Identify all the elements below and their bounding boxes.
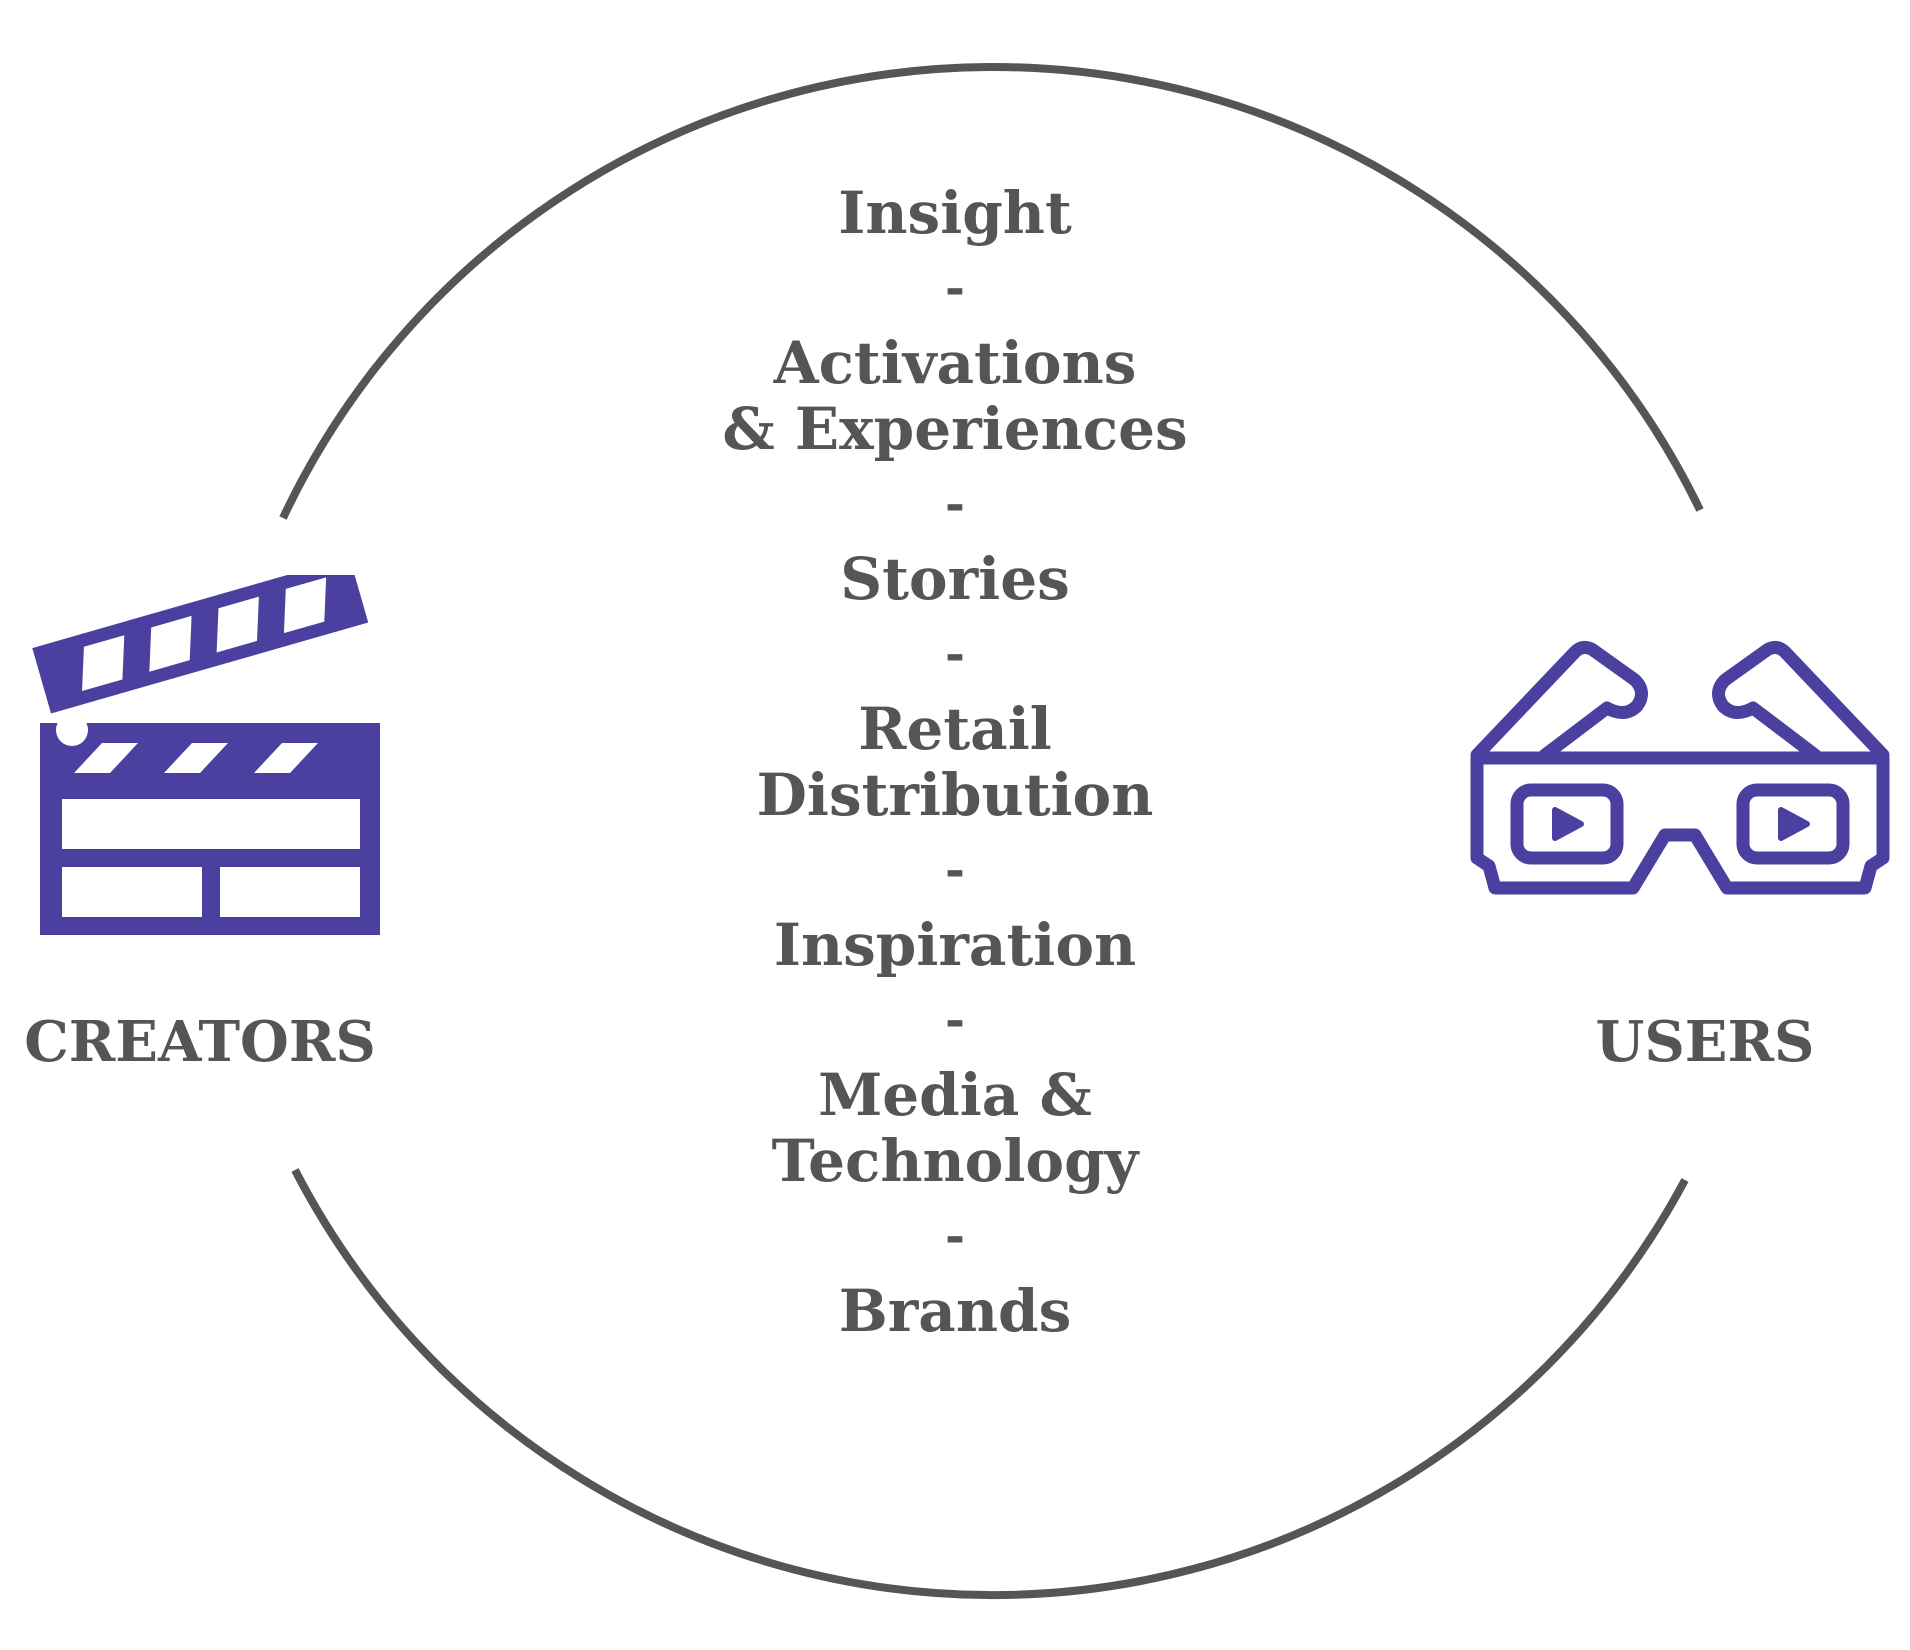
separator: - [945, 476, 965, 532]
creators-label: CREATORS [24, 1009, 376, 1075]
topic-activations: Activations & Experiences [722, 330, 1187, 462]
users-label: USERS [1595, 1009, 1815, 1075]
topic-line: & Experiences [722, 395, 1188, 463]
topic-inspiration: Inspiration [774, 912, 1136, 978]
topic-line: Technology [771, 1127, 1139, 1195]
3d-glasses-icon [1465, 630, 1895, 920]
topic-line: Insight [838, 179, 1072, 247]
topic-line: Activations [773, 329, 1137, 397]
ring-bottom-arc [291, 1168, 1689, 1600]
clapperboard-icon [20, 557, 380, 945]
ring-top-arc [279, 62, 1704, 520]
topic-line: Inspiration [773, 911, 1137, 979]
topic-brands: Brands [839, 1278, 1072, 1344]
topic-stories: Stories [840, 546, 1070, 612]
topic-line: Retail [858, 695, 1052, 763]
topic-retail-distribution: Retail Distribution [757, 696, 1154, 828]
topic-line: Brands [838, 1277, 1072, 1345]
separator: - [945, 260, 965, 316]
topic-line: Distribution [756, 761, 1154, 829]
topic-line: Stories [840, 545, 1070, 613]
separator: - [945, 842, 965, 898]
topic-line: Media & [818, 1061, 1092, 1129]
topic-insight: Insight [838, 180, 1072, 246]
separator: - [945, 992, 965, 1048]
center-topic-list: Insight - Activations & Experiences - St… [655, 180, 1255, 1344]
topic-media-technology: Media & Technology [772, 1062, 1139, 1194]
separator: - [945, 626, 965, 682]
separator: - [945, 1208, 965, 1264]
